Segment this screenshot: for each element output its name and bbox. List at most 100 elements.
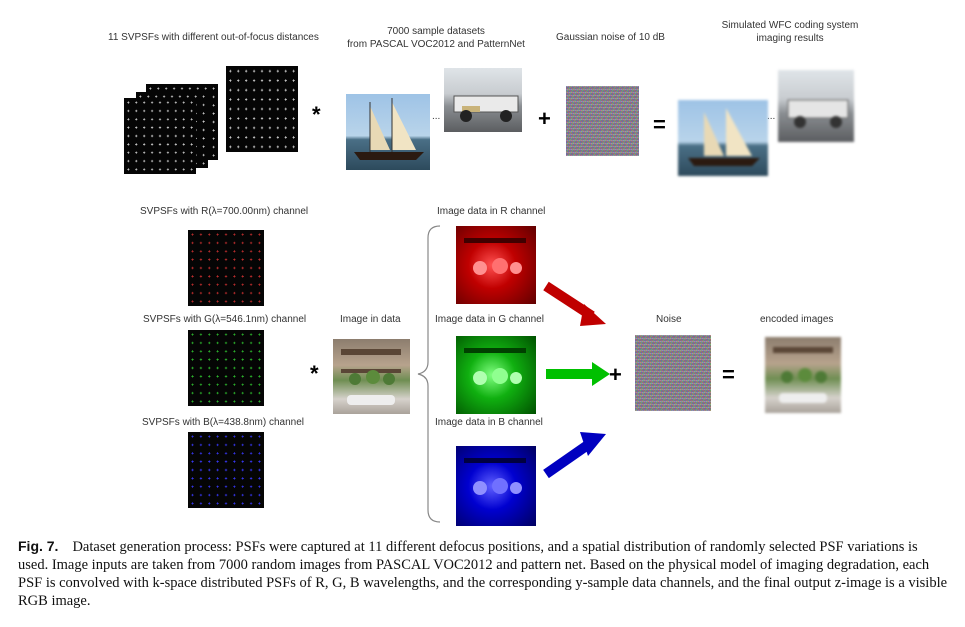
psf-point <box>216 460 218 462</box>
psf-point <box>205 87 207 89</box>
psf-point <box>293 136 295 139</box>
psf-point <box>242 477 244 479</box>
data-r-label: Image data in R channel <box>437 205 545 218</box>
psf-point <box>183 126 185 128</box>
brace <box>412 224 442 524</box>
psf-point <box>261 127 263 130</box>
psf-point <box>293 98 295 101</box>
psf-point <box>225 284 227 286</box>
psf-point <box>200 300 202 302</box>
psf-point <box>233 267 235 269</box>
psf-r-label: SVPSFs with R(λ=700.00nm) channel <box>140 205 308 218</box>
psf-point <box>143 126 145 128</box>
psf-point <box>127 168 129 170</box>
psf-point <box>293 108 295 111</box>
psf-point <box>208 494 210 496</box>
psf-point <box>167 168 169 170</box>
psf-b-image <box>188 432 264 508</box>
psf-point <box>135 126 137 128</box>
psf-point <box>233 469 235 471</box>
psf-point <box>213 104 215 106</box>
psf-point <box>261 98 263 101</box>
psf-point <box>242 400 244 402</box>
psf-point <box>151 110 153 112</box>
noise-label: Noise <box>656 313 682 326</box>
psf-point <box>200 258 202 260</box>
psf-point <box>127 160 129 162</box>
car-shape <box>444 68 522 132</box>
psf-point <box>143 168 145 170</box>
psf-point <box>159 152 161 154</box>
psf-point <box>285 127 287 130</box>
psf-point <box>237 70 239 73</box>
psf-point <box>242 333 244 335</box>
psf-point <box>250 392 252 394</box>
psf-point <box>143 101 145 103</box>
psf-point <box>250 452 252 454</box>
psf-point <box>225 400 227 402</box>
psf-point <box>233 333 235 335</box>
psf-point <box>200 375 202 377</box>
psf-point <box>250 292 252 294</box>
psf-point <box>253 136 255 139</box>
psf-point <box>250 469 252 471</box>
psf-point <box>200 400 202 402</box>
psf-point <box>293 89 295 92</box>
psf-point <box>269 127 271 130</box>
psf-point <box>159 160 161 162</box>
psf-point <box>245 79 247 82</box>
psf-point <box>127 118 129 120</box>
psf-point <box>253 108 255 111</box>
psf-point <box>269 70 271 73</box>
psf-point <box>237 108 239 111</box>
psf-point <box>229 117 231 120</box>
psf-point <box>191 460 193 462</box>
psf-point <box>253 145 255 148</box>
psf-point <box>216 284 218 286</box>
psf-point <box>213 87 215 89</box>
psf-point <box>258 452 260 454</box>
psf-point <box>143 143 145 145</box>
psf-point <box>258 242 260 244</box>
psf-point <box>237 145 239 148</box>
caption-text: Dataset generation process: PSFs were ca… <box>18 539 947 609</box>
psf-point <box>258 460 260 462</box>
psf-grid <box>188 330 264 406</box>
psf-point <box>208 350 210 352</box>
psf-point <box>258 300 260 302</box>
psf-point <box>258 477 260 479</box>
psf-point <box>269 89 271 92</box>
psf-point <box>253 98 255 101</box>
psf-point <box>242 233 244 235</box>
psf-point <box>200 460 202 462</box>
psf-point <box>213 154 215 156</box>
psf-point <box>200 333 202 335</box>
psf-point <box>208 342 210 344</box>
psf-point <box>261 79 263 82</box>
psf-point <box>250 477 252 479</box>
sample-car-image <box>444 68 522 132</box>
psf-point <box>253 79 255 82</box>
psf-point <box>191 152 193 154</box>
psf-point <box>242 342 244 344</box>
psf-point <box>173 87 175 89</box>
psf-point <box>203 129 205 131</box>
psf-point <box>225 333 227 335</box>
psf-point <box>242 469 244 471</box>
psf-point <box>245 98 247 101</box>
gaussian-noise-image <box>566 86 639 156</box>
psf-point <box>200 242 202 244</box>
psf-point <box>242 384 244 386</box>
psf-point <box>277 108 279 111</box>
psf-point <box>229 79 231 82</box>
psf-point <box>216 333 218 335</box>
psf-point <box>237 117 239 120</box>
psf-point <box>191 250 193 252</box>
psf-point <box>225 275 227 277</box>
psf-point <box>242 444 244 446</box>
psf-point <box>258 275 260 277</box>
psf-point <box>165 87 167 89</box>
psf-point <box>285 89 287 92</box>
psf-point <box>285 70 287 73</box>
psf-point <box>200 275 202 277</box>
